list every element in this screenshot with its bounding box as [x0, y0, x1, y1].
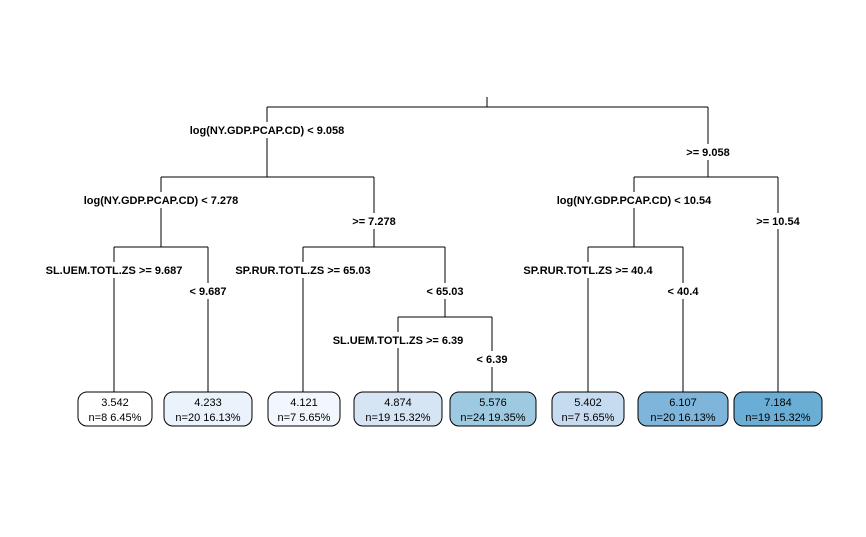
leaf-info: n=19 15.32% [745, 412, 810, 424]
split-label-n3-right: >= 10.54 [756, 216, 800, 228]
split-label-n2-left: log(NY.GDP.PCAP.CD) < 7.278 [84, 195, 239, 207]
split-label-n4-right: < 9.687 [189, 286, 226, 298]
leaf-node: 5.402 n=7 5.65% [551, 391, 625, 427]
leaf-info: n=24 19.35% [460, 412, 525, 424]
split-label-n2-right: >= 7.278 [352, 216, 395, 228]
split-label-n5-right: < 65.03 [426, 286, 463, 298]
leaf-value: 7.184 [764, 397, 792, 409]
leaf-info: n=7 5.65% [278, 412, 331, 424]
leaf-nodes: 3.542 n=8 6.45% 4.233 n=20 16.13% 4.121 … [77, 391, 823, 427]
leaf-value: 6.107 [669, 397, 697, 409]
split-label-n11-left: SL.UEM.TOTL.ZS >= 6.39 [333, 335, 464, 347]
leaf-node: 4.233 n=20 16.13% [163, 391, 253, 427]
leaf-node: 4.874 n=19 15.32% [353, 391, 443, 427]
split-label-n4-left: SL.UEM.TOTL.ZS >= 9.687 [46, 265, 183, 277]
split-label-n6-right: < 40.4 [668, 286, 700, 298]
leaf-node: 4.121 n=7 5.65% [267, 391, 341, 427]
leaf-value: 3.542 [101, 397, 129, 409]
split-label-n3-left: log(NY.GDP.PCAP.CD) < 10.54 [557, 195, 712, 207]
leaf-node: 5.576 n=24 19.35% [449, 391, 537, 427]
leaf-node: 6.107 n=20 16.13% [637, 391, 729, 427]
leaf-info: n=19 15.32% [365, 412, 430, 424]
split-label-root-left: log(NY.GDP.PCAP.CD) < 9.058 [190, 125, 345, 137]
leaf-node: 3.542 n=8 6.45% [77, 391, 153, 427]
split-label-n5-left: SP.RUR.TOTL.ZS >= 65.03 [235, 265, 370, 277]
leaf-value: 4.233 [194, 397, 222, 409]
leaf-info: n=8 6.45% [89, 412, 142, 424]
leaf-value: 4.874 [384, 397, 412, 409]
leaf-value: 4.121 [290, 397, 318, 409]
split-labels: log(NY.GDP.PCAP.CD) < 9.058 >= 9.058 log… [38, 122, 806, 367]
leaf-value: 5.576 [479, 397, 507, 409]
leaf-info: n=20 16.13% [175, 412, 240, 424]
leaf-node: 7.184 n=19 15.32% [733, 391, 823, 427]
leaf-info: n=7 5.65% [562, 412, 615, 424]
split-label-n11-right: < 6.39 [477, 354, 508, 366]
leaf-info: n=20 16.13% [650, 412, 715, 424]
split-label-root-right: >= 9.058 [686, 147, 729, 159]
split-label-n6-left: SP.RUR.TOTL.ZS >= 40.4 [523, 265, 653, 277]
leaf-value: 5.402 [574, 397, 602, 409]
